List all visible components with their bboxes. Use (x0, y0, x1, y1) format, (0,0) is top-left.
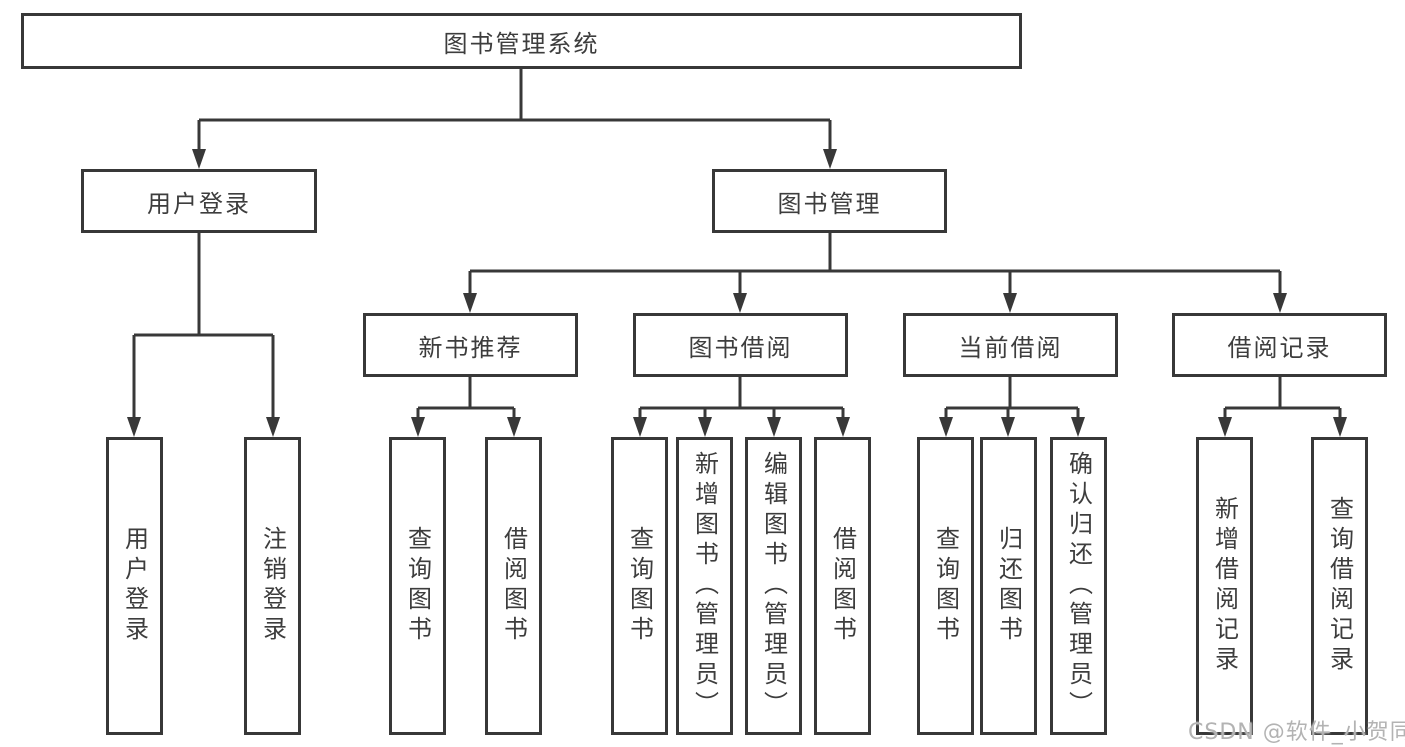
node-borrowing-records: 借阅记录 (1172, 313, 1387, 377)
leaf-query-books-current: 查询图书 (917, 437, 974, 735)
csdn-watermark: CSDN @软件_小贺同学 (1188, 720, 1405, 745)
node-current-borrowing: 当前借阅 (903, 313, 1118, 377)
leaf-user-login: 用户登录 (106, 437, 163, 735)
leaf-return-books: 归还图书 (980, 437, 1037, 735)
leaf-query-books-borrowing: 查询图书 (611, 437, 668, 735)
leaf-add-books-admin: 新增图书（管理员） (676, 437, 733, 735)
leaf-borrow-books-recommend: 借阅图书 (485, 437, 542, 735)
node-new-book-recommend: 新书推荐 (363, 313, 578, 377)
node-book-borrowing: 图书借阅 (633, 313, 848, 377)
node-user-login: 用户登录 (81, 169, 317, 233)
leaf-logout: 注销登录 (244, 437, 301, 735)
node-book-management: 图书管理 (712, 169, 947, 233)
leaf-confirm-return-admin: 确认归还（管理员） (1050, 437, 1107, 735)
leaf-query-books-recommend: 查询图书 (389, 437, 446, 735)
leaf-edit-books-admin: 编辑图书（管理员） (745, 437, 802, 735)
leaf-borrow-books: 借阅图书 (814, 437, 871, 735)
leaf-add-borrow-record: 新增借阅记录 (1196, 437, 1253, 735)
node-library-system: 图书管理系统 (21, 13, 1022, 69)
leaf-query-borrow-record: 查询借阅记录 (1311, 437, 1368, 735)
